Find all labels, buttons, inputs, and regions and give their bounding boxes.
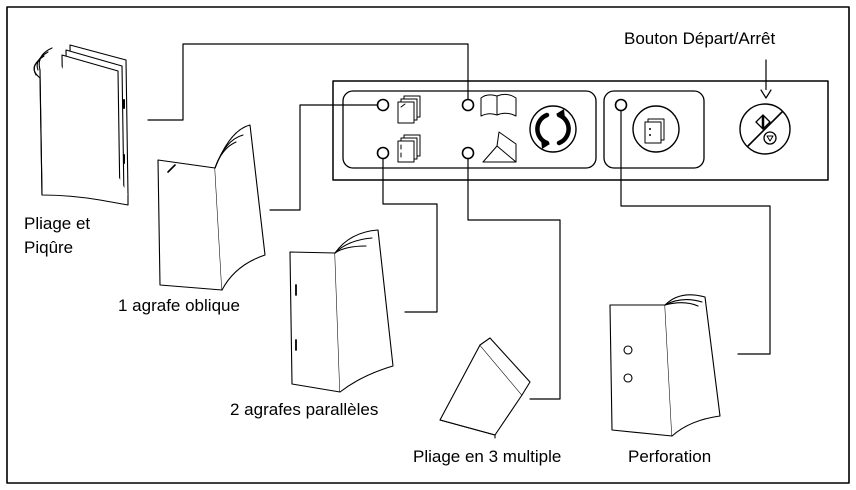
booklet-punch	[609, 294, 721, 437]
leader-two-staples	[382, 158, 438, 313]
punch-icon	[632, 105, 680, 153]
label-fold-staple-line1: Pliage et	[24, 214, 91, 233]
start-stop-icon	[739, 103, 791, 155]
tri-fold-icon	[482, 131, 517, 163]
cycle-arrows-icon	[529, 105, 577, 153]
staple-two-icon	[397, 134, 421, 163]
finishing-section	[342, 90, 597, 169]
control-panel	[332, 80, 829, 181]
label-fold-staple-line2: Piqûre	[24, 238, 74, 257]
led-tri-fold	[461, 146, 475, 160]
leader-punch	[620, 110, 771, 355]
led-fold-staple	[461, 98, 475, 112]
label-one-staple: 1 agrafe oblique	[118, 296, 240, 315]
leader-lines	[147, 43, 772, 400]
led-one-staple	[376, 98, 390, 112]
fold-staple-icon	[480, 93, 517, 117]
led-punch	[614, 98, 628, 112]
tri-fold-sheet	[439, 337, 531, 439]
label-punch: Perforation	[628, 447, 712, 466]
outer-border	[6, 6, 850, 484]
booklet-one-staple	[157, 124, 266, 291]
label-tri-fold: Pliage en 3 multiple	[413, 447, 562, 466]
booklet-fold-staple	[33, 44, 129, 206]
staple-corner-icon	[397, 95, 421, 124]
punch-section	[603, 90, 705, 169]
led-two-staples	[376, 146, 390, 160]
leader-one-staple	[269, 104, 378, 211]
booklet-two-staples	[289, 229, 394, 393]
leader-tri-fold	[467, 158, 561, 400]
label-two-staples: 2 agrafes parallèles	[230, 400, 379, 419]
label-start-stop: Bouton Départ/Arrêt	[624, 29, 776, 48]
leader-fold-staple	[147, 43, 469, 121]
